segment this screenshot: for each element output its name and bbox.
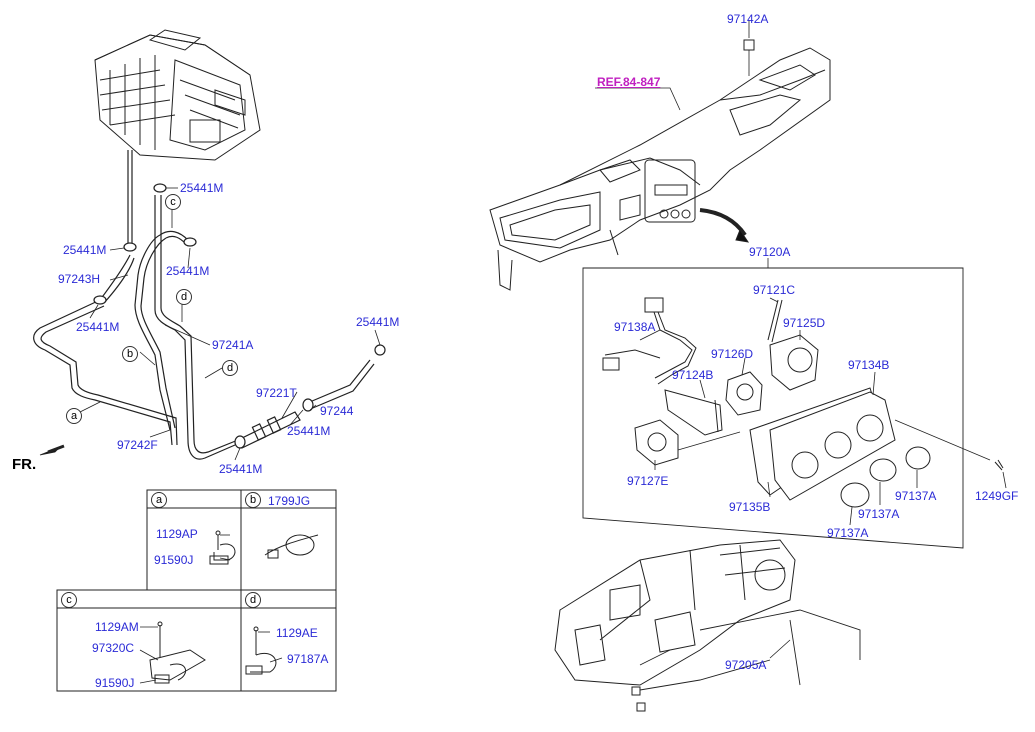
part-label-97320C[interactable]: 97320C	[92, 641, 135, 655]
part-label-25441M-6[interactable]: 25441M	[287, 424, 331, 438]
part-label-97138A[interactable]: 97138A	[614, 320, 656, 334]
part-label-25441M-5[interactable]: 25441M	[356, 315, 400, 329]
part-label-97125D[interactable]: 97125D	[783, 316, 826, 330]
part-label-97120A[interactable]: 97120A	[749, 245, 791, 259]
table-cell-b-letter: b	[245, 492, 261, 508]
callout-d-lower: d	[222, 360, 238, 376]
dashboard-drawing	[489, 20, 831, 291]
hvac-unit-drawing	[554, 539, 861, 712]
part-label-91590J-a[interactable]: 91590J	[154, 553, 194, 567]
control-assembly-drawing	[582, 258, 1004, 549]
callout-d-upper: d	[176, 289, 192, 305]
part-label-25441M-7[interactable]: 25441M	[219, 462, 263, 476]
part-label-97243H[interactable]: 97243H	[58, 272, 101, 286]
detail-table-drawing	[56, 489, 337, 692]
callout-b: b	[122, 346, 138, 362]
table-cell-a-letter: a	[151, 492, 167, 508]
heater-unit-drawing	[94, 29, 261, 161]
part-label-97135B[interactable]: 97135B	[729, 500, 771, 514]
callout-a: a	[66, 408, 82, 424]
part-label-1129AM[interactable]: 1129AM	[95, 620, 139, 634]
part-label-97121C[interactable]: 97121C	[753, 283, 796, 297]
callout-c: c	[165, 194, 181, 210]
part-label-97137A-2[interactable]: 97137A	[858, 507, 900, 521]
part-label-97187A[interactable]: 97187A	[287, 652, 329, 666]
part-label-97242F[interactable]: 97242F	[117, 438, 158, 452]
part-label-1129AP[interactable]: 1129AP	[156, 527, 198, 541]
part-label-1799JG[interactable]: 1799JG	[268, 494, 311, 508]
part-label-1129AE[interactable]: 1129AE	[276, 626, 318, 640]
table-cell-d-letter: d	[245, 592, 261, 608]
hoses-drawing	[33, 150, 386, 460]
part-label-97241A[interactable]: 97241A	[212, 338, 254, 352]
part-label-1249GF[interactable]: 1249GF	[975, 489, 1019, 503]
front-direction-label: FR.	[12, 456, 37, 473]
part-label-97205A[interactable]: 97205A	[725, 658, 767, 672]
part-label-97137A-3[interactable]: 97137A	[827, 526, 869, 540]
left-leader-lines	[39, 187, 381, 461]
part-label-97142A[interactable]: 97142A	[727, 12, 769, 26]
part-label-91590J-c[interactable]: 91590J	[95, 676, 135, 690]
part-label-97127E[interactable]: 97127E	[627, 474, 669, 488]
part-label-97137A-1[interactable]: 97137A	[895, 489, 937, 503]
part-label-97124B[interactable]: 97124B	[672, 368, 714, 382]
ref-label[interactable]: REF.84-847	[597, 75, 661, 89]
part-label-25441M-1[interactable]: 25441M	[180, 181, 224, 195]
part-label-97244[interactable]: 97244	[320, 404, 354, 418]
part-label-25441M-4[interactable]: 25441M	[76, 320, 120, 334]
table-cell-c-letter: c	[61, 592, 77, 608]
part-label-97126D[interactable]: 97126D	[711, 347, 754, 361]
part-label-97134B[interactable]: 97134B	[848, 358, 890, 372]
part-label-25441M-2[interactable]: 25441M	[63, 243, 107, 257]
part-label-25441M-3[interactable]: 25441M	[166, 264, 210, 278]
part-label-97221T[interactable]: 97221T	[256, 386, 297, 400]
right-leader-lines	[639, 297, 1007, 659]
